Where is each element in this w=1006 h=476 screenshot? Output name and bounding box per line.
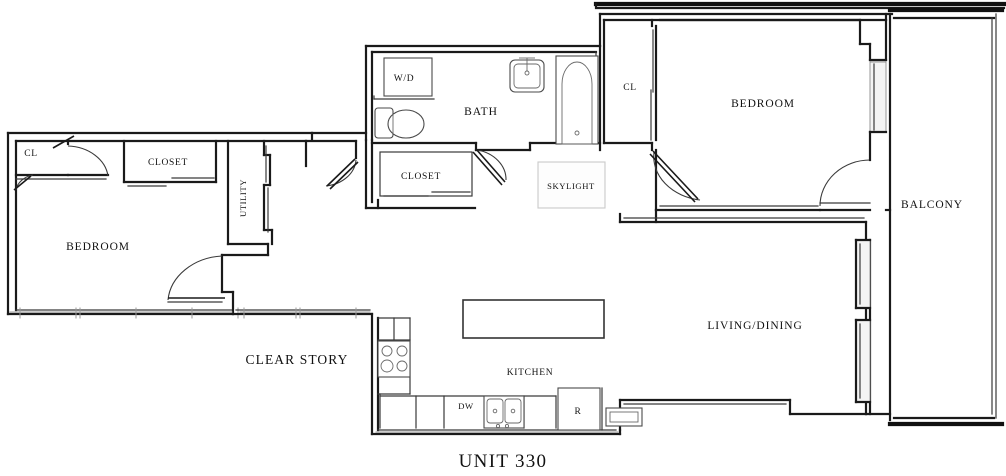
room-label-closet-bath: CLOSET xyxy=(401,172,441,182)
skylight-area xyxy=(537,161,606,209)
bathtub-fixture xyxy=(555,55,599,145)
bathroom-sink xyxy=(509,57,545,93)
clear-story-wall-right xyxy=(231,307,374,319)
bedroom-master-windows xyxy=(868,18,888,162)
room-label-refrigerator: R xyxy=(574,407,581,417)
kitchen-sink xyxy=(483,395,525,429)
room-label-dishwasher: DW xyxy=(458,401,474,411)
toilet-fixture xyxy=(374,107,425,139)
utility-room xyxy=(220,139,274,316)
corridor-wall-upper xyxy=(304,131,368,160)
room-label-cl-master: CL xyxy=(623,83,637,93)
room-label-kitchen: KITCHEN xyxy=(507,368,554,378)
room-label-utility: UTILITY xyxy=(238,179,248,217)
bedroom-left-door xyxy=(167,255,225,303)
room-label-washer-dryer: W/D xyxy=(394,74,415,84)
closet-left xyxy=(122,139,218,187)
room-label-bedroom-master: BEDROOM xyxy=(731,98,795,110)
room-label-balcony: BALCONY xyxy=(901,199,963,211)
room-label-skylight: SKYLIGHT xyxy=(547,181,595,191)
exterior-wall-top xyxy=(593,1,1006,10)
clear-story-caption: CLEAR STORY xyxy=(246,352,349,367)
stove-range xyxy=(377,340,411,378)
room-label-bath: BATH xyxy=(464,106,498,118)
closet-left-cl xyxy=(13,135,110,191)
bath-walls xyxy=(364,44,602,210)
corridor-door-left xyxy=(325,158,359,190)
closet-bath xyxy=(376,151,473,210)
room-label-cl-left: CL xyxy=(24,149,38,159)
bedroom-master-balcony-door xyxy=(819,159,871,207)
refrigerator-unit xyxy=(557,387,603,431)
room-label-living-dining: LIVING/DINING xyxy=(707,320,802,332)
room-label-bedroom-left: BEDROOM xyxy=(66,241,130,253)
floor-vent-box xyxy=(605,407,643,427)
balcony-area xyxy=(884,7,1005,427)
living-dining-windows xyxy=(854,238,872,404)
kitchen-island xyxy=(462,299,605,339)
room-label-closet-left: CLOSET xyxy=(148,158,188,168)
bedroom-master-walls xyxy=(598,12,894,212)
bath-door xyxy=(472,148,507,186)
unit-title: UNIT 330 xyxy=(459,451,548,472)
bedroom-master-door xyxy=(649,150,701,203)
washer-dryer-unit xyxy=(373,57,435,100)
